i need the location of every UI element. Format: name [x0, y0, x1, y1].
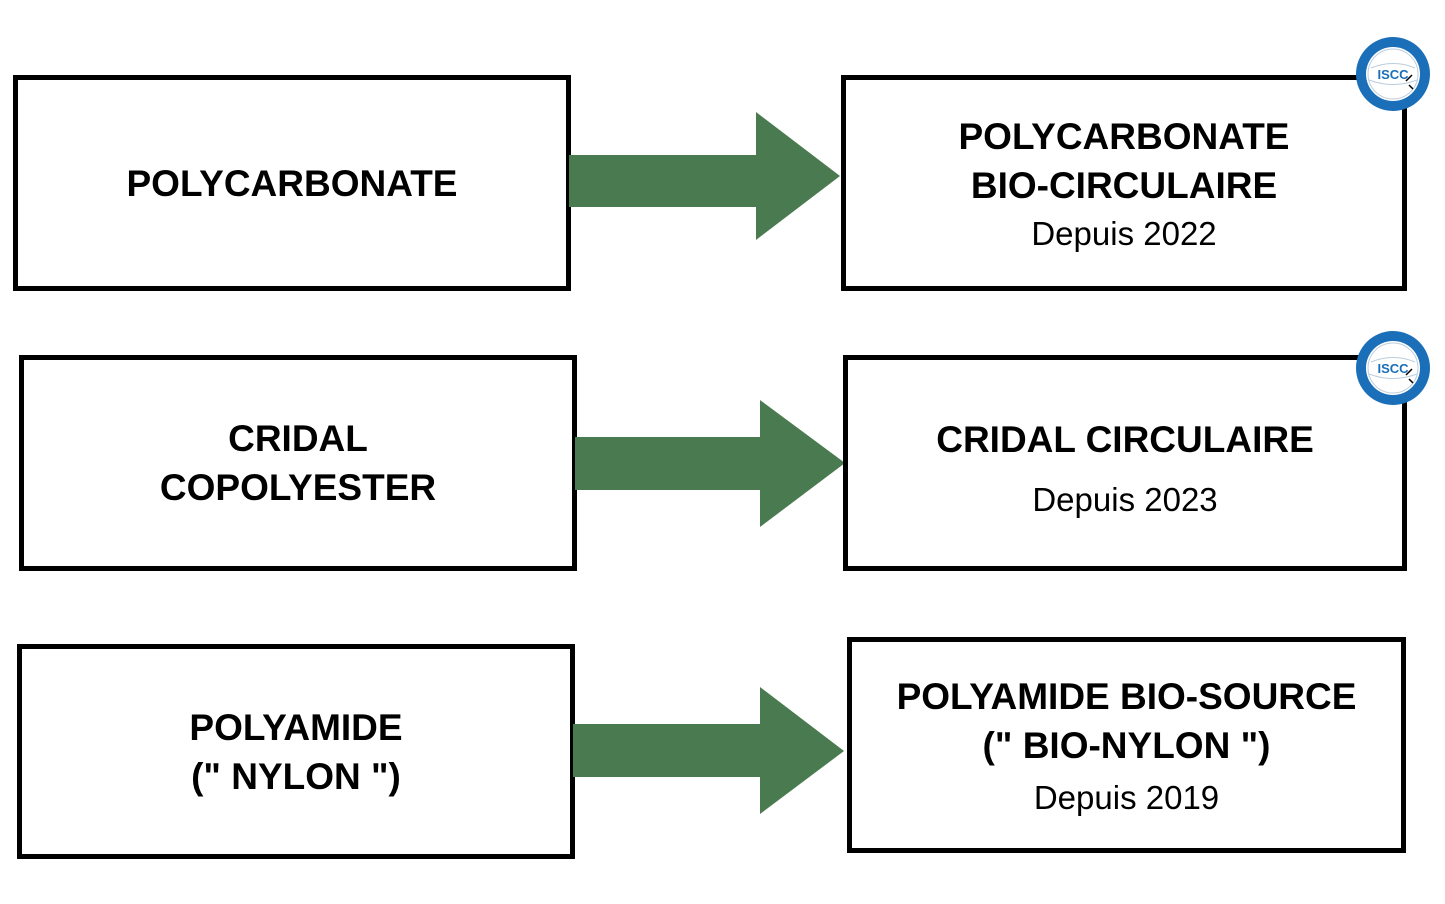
target-title: POLYAMIDE BIO-SOURCE (" BIO-NYLON ")	[896, 676, 1357, 766]
conversion-arrow	[569, 112, 840, 240]
svg-text:ISCC: ISCC	[1377, 361, 1409, 376]
source-title: CRIDAL COPOLYESTER	[159, 418, 437, 508]
source-box-polycarbonate: POLYCARBONATE	[13, 75, 571, 291]
target-since-label: Depuis 2023	[1032, 480, 1218, 518]
svg-text:ISCC: ISCC	[1377, 67, 1409, 82]
target-box-cridal-circulaire: CRIDAL CIRCULAIRE Depuis 2023	[843, 355, 1407, 571]
target-since-label: Depuis 2019	[1033, 779, 1220, 816]
iscc-certification-badge: ISCC	[1356, 331, 1430, 405]
target-box-polycarbonate-bio-circulaire: POLYCARBONATE BIO-CIRCULAIRE Depuis 2022	[841, 75, 1407, 291]
conversion-arrow	[573, 687, 844, 814]
target-since-label: Depuis 2022	[1031, 215, 1217, 252]
conversion-arrow	[575, 400, 845, 527]
target-title: POLYCARBONATE BIO-CIRCULAIRE	[958, 116, 1290, 206]
source-box-cridal-copolyester: CRIDAL COPOLYESTER	[19, 355, 577, 571]
source-title: POLYAMIDE (" NYLON ")	[189, 706, 403, 797]
source-title: POLYCARBONATE	[126, 162, 458, 204]
target-box-polyamide-bio-source: POLYAMIDE BIO-SOURCE (" BIO-NYLON ") Dep…	[847, 637, 1406, 853]
iscc-certification-badge: ISCC	[1356, 37, 1430, 111]
source-box-polyamide-nylon: POLYAMIDE (" NYLON ")	[17, 644, 575, 859]
target-title: CRIDAL CIRCULAIRE	[936, 418, 1314, 460]
